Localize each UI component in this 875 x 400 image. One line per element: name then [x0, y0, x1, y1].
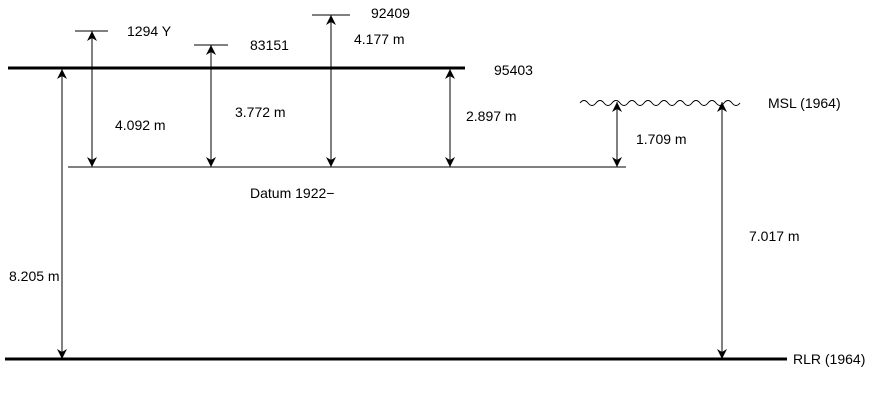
measurement-label-95403: 2.897 m [466, 108, 517, 124]
rlr-label: RLR (1964) [793, 351, 865, 367]
benchmark-label-1294y: 1294 Y [127, 23, 172, 39]
measurement-label-1294y: 4.092 m [115, 117, 166, 133]
measurement-label-msl-datum: 1.709 m [636, 131, 687, 147]
msl-wave-line [579, 100, 741, 106]
measurement-label-line-rlr: 8.205 m [9, 268, 60, 284]
benchmark-label-92409: 92409 [371, 5, 410, 21]
measurement-label-92409: 4.177 m [354, 31, 405, 47]
benchmark-label-83151: 83151 [250, 37, 289, 53]
benchmark-label-95403: 95403 [494, 62, 533, 78]
datum-1922-label: Datum 1922− [250, 185, 334, 201]
measurement-label-83151: 3.772 m [235, 104, 286, 120]
measurement-label-msl-rlr: 7.017 m [749, 228, 800, 244]
msl-label: MSL (1964) [768, 95, 841, 111]
